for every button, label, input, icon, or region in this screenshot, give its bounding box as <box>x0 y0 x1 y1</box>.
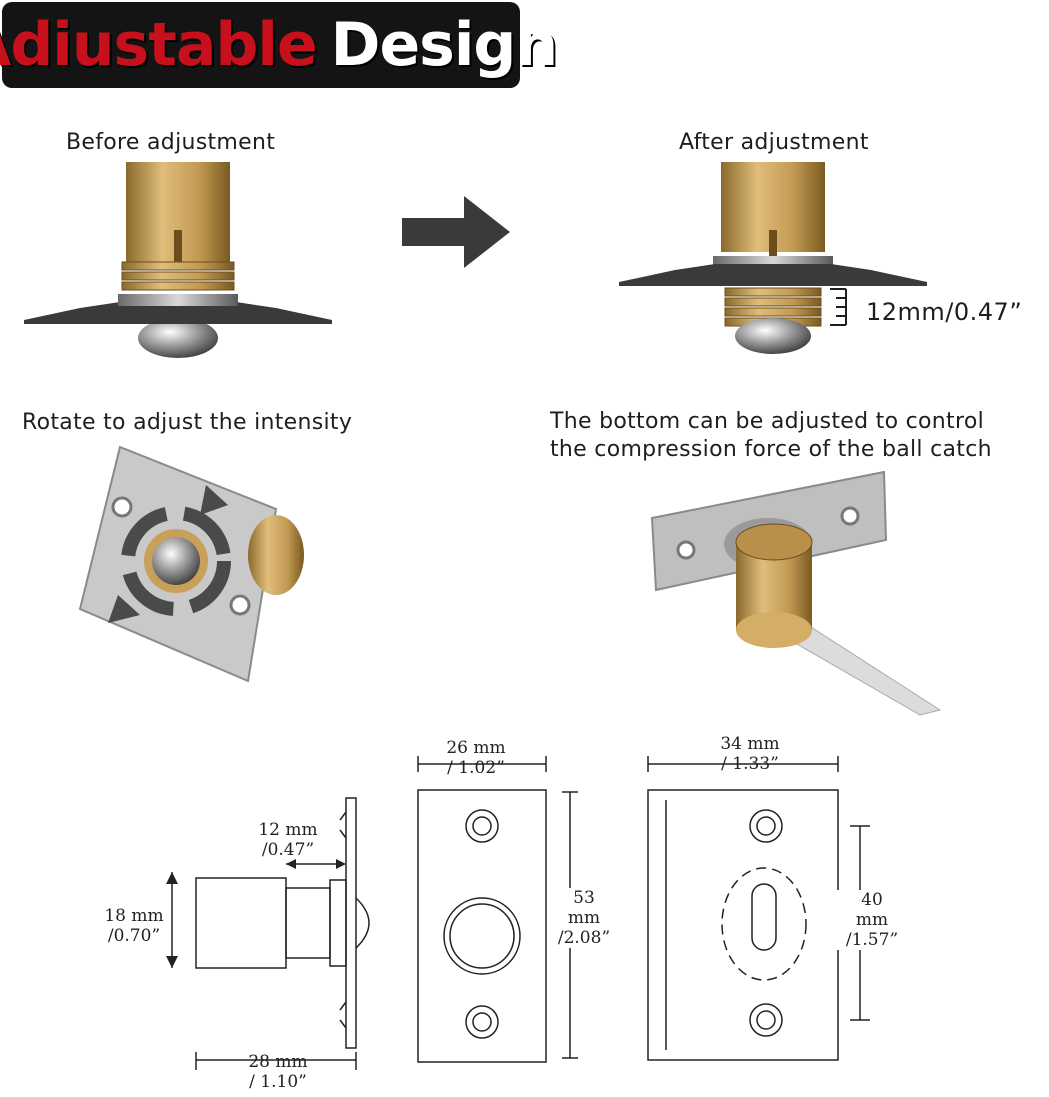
before-adjustment-image <box>24 162 332 358</box>
bottom-caption: The bottom can be adjusted to control th… <box>550 409 992 462</box>
adjustment-measure: 12mm/0.47” <box>866 298 1023 326</box>
rotate-caption: Rotate to adjust the intensity <box>22 410 353 435</box>
before-caption: Before adjustment <box>66 130 276 155</box>
right-arrow-icon <box>402 196 510 268</box>
after-caption: After adjustment <box>679 130 869 155</box>
bottom-adjust-image <box>650 470 942 716</box>
ruler-tick-icon <box>830 288 847 326</box>
diameter-dimension: 18 mm /0.70” <box>104 906 164 946</box>
title-banner: Adiustable Design <box>0 2 558 88</box>
strike-height-dimension: 40 mm /1.57” <box>836 890 908 950</box>
strike-width-dimension: 34 mm / 1.33” <box>720 734 780 774</box>
title-word-white: Design <box>330 10 558 80</box>
thread-dimension: 12 mm /0.47” <box>258 820 318 860</box>
title-word-red: Adiustable <box>0 10 318 80</box>
length-dimension: 28 mm / 1.10” <box>248 1052 308 1092</box>
plate-height-dimension: 53 mm /2.08” <box>552 888 616 948</box>
strike-plate-drawing <box>647 756 870 1061</box>
rotate-image <box>78 445 304 683</box>
rotate-arrows-icon <box>200 485 228 515</box>
plate-width-dimension: 26 mm / 1.02” <box>446 738 506 778</box>
side-view-drawing <box>166 797 370 1070</box>
after-adjustment-image <box>619 162 927 354</box>
